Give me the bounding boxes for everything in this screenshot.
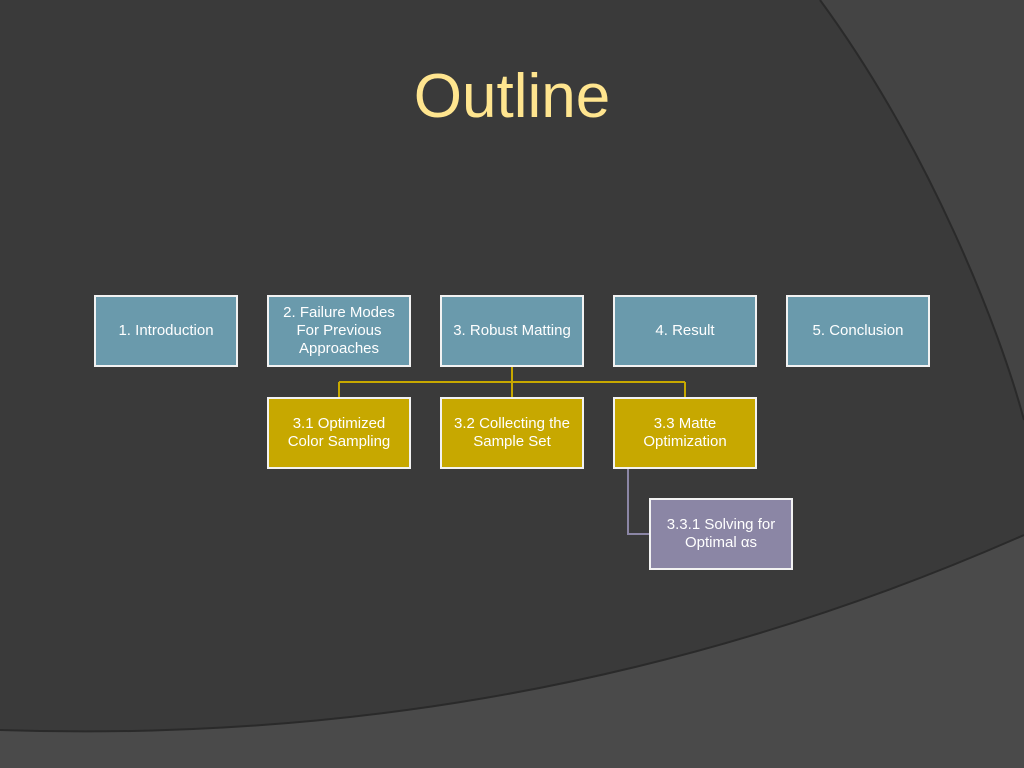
- node-failure-modes: 2. Failure Modes For Previous Approaches: [267, 295, 411, 367]
- node-conclusion: 5. Conclusion: [786, 295, 930, 367]
- node-optimized-color-sampling: 3.1 Optimized Color Sampling: [267, 397, 411, 469]
- node-collecting-sample-set: 3.2 Collecting the Sample Set: [440, 397, 584, 469]
- slide-title: Outline: [413, 62, 611, 131]
- node-result: 4. Result: [613, 295, 757, 367]
- node-introduction: 1. Introduction: [94, 295, 238, 367]
- node-solving-optimal-alpha: 3.3.1 Solving for Optimal αs: [649, 498, 793, 570]
- node-robust-matting: 3. Robust Matting: [440, 295, 584, 367]
- node-matte-optimization: 3.3 Matte Optimization: [613, 397, 757, 469]
